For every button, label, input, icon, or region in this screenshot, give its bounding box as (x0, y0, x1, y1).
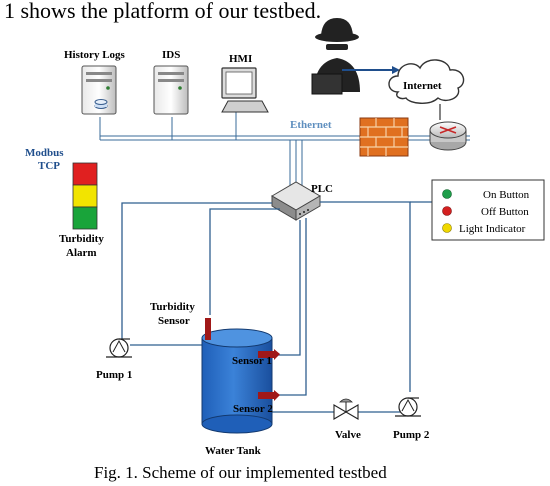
ethernet-bus (99, 112, 470, 190)
modbus-label-line1: Modbus (25, 147, 64, 159)
hacker-icon (311, 18, 360, 95)
ethernet-label: Ethernet (290, 119, 332, 131)
history-logs-server-icon (81, 65, 117, 115)
valve-label: Valve (335, 429, 361, 441)
plc-label: PLC (311, 183, 333, 195)
on-button-legend-icon (442, 189, 452, 199)
pump1-label: Pump 1 (96, 369, 132, 381)
turbidity-sensor-icon (205, 318, 211, 340)
off-button-legend-icon (442, 206, 452, 216)
light-indicator-legend-icon (442, 223, 452, 233)
water-tank-label: Water Tank (205, 445, 262, 457)
legend-item-on: On Button (483, 189, 530, 201)
top-text: 1 shows the platform of our testbed. (4, 0, 321, 23)
sensor2-label: Sensor 2 (233, 403, 273, 415)
water-tank-icon (201, 328, 273, 434)
legend-item-light: Light Indicator (459, 223, 526, 235)
sensor1-label: Sensor 1 (232, 355, 272, 367)
pump1-icon (106, 338, 132, 358)
internet-label: Internet (403, 80, 442, 92)
firewall-icon (359, 117, 409, 157)
valve-icon (333, 398, 359, 420)
ids-server-icon (153, 65, 189, 115)
attack-arrow (342, 66, 400, 74)
turbidity-alarm-light (72, 162, 98, 230)
legend-box: On Button Off Button Light Indicator (431, 179, 545, 241)
ids-label: IDS (162, 49, 180, 61)
router-icon (429, 104, 467, 151)
turbidity-sensor-label-line2: Sensor (158, 315, 190, 327)
turbidity-alarm-label-line1: Turbidity (59, 233, 104, 245)
hmi-monitor-icon (221, 67, 269, 113)
hmi-label: HMI (229, 53, 252, 65)
water-pipes (130, 344, 400, 413)
turbidity-sensor-label-line1: Turbidity (150, 301, 195, 313)
legend-item-off: Off Button (481, 206, 529, 218)
plc-device-icon (271, 181, 321, 221)
control-wires (121, 201, 432, 396)
sensor2-icon (258, 390, 280, 401)
turbidity-alarm-label-line2: Alarm (66, 247, 97, 259)
internet-cloud-icon (388, 59, 465, 104)
pump2-label: Pump 2 (393, 429, 430, 441)
pump2-icon (395, 397, 421, 417)
sensor1-icon (258, 349, 280, 360)
history-logs-label: History Logs (64, 49, 126, 61)
modbus-label-line2: TCP (38, 160, 60, 172)
figure-caption: Fig. 1. Scheme of our implemented testbe… (94, 463, 387, 482)
